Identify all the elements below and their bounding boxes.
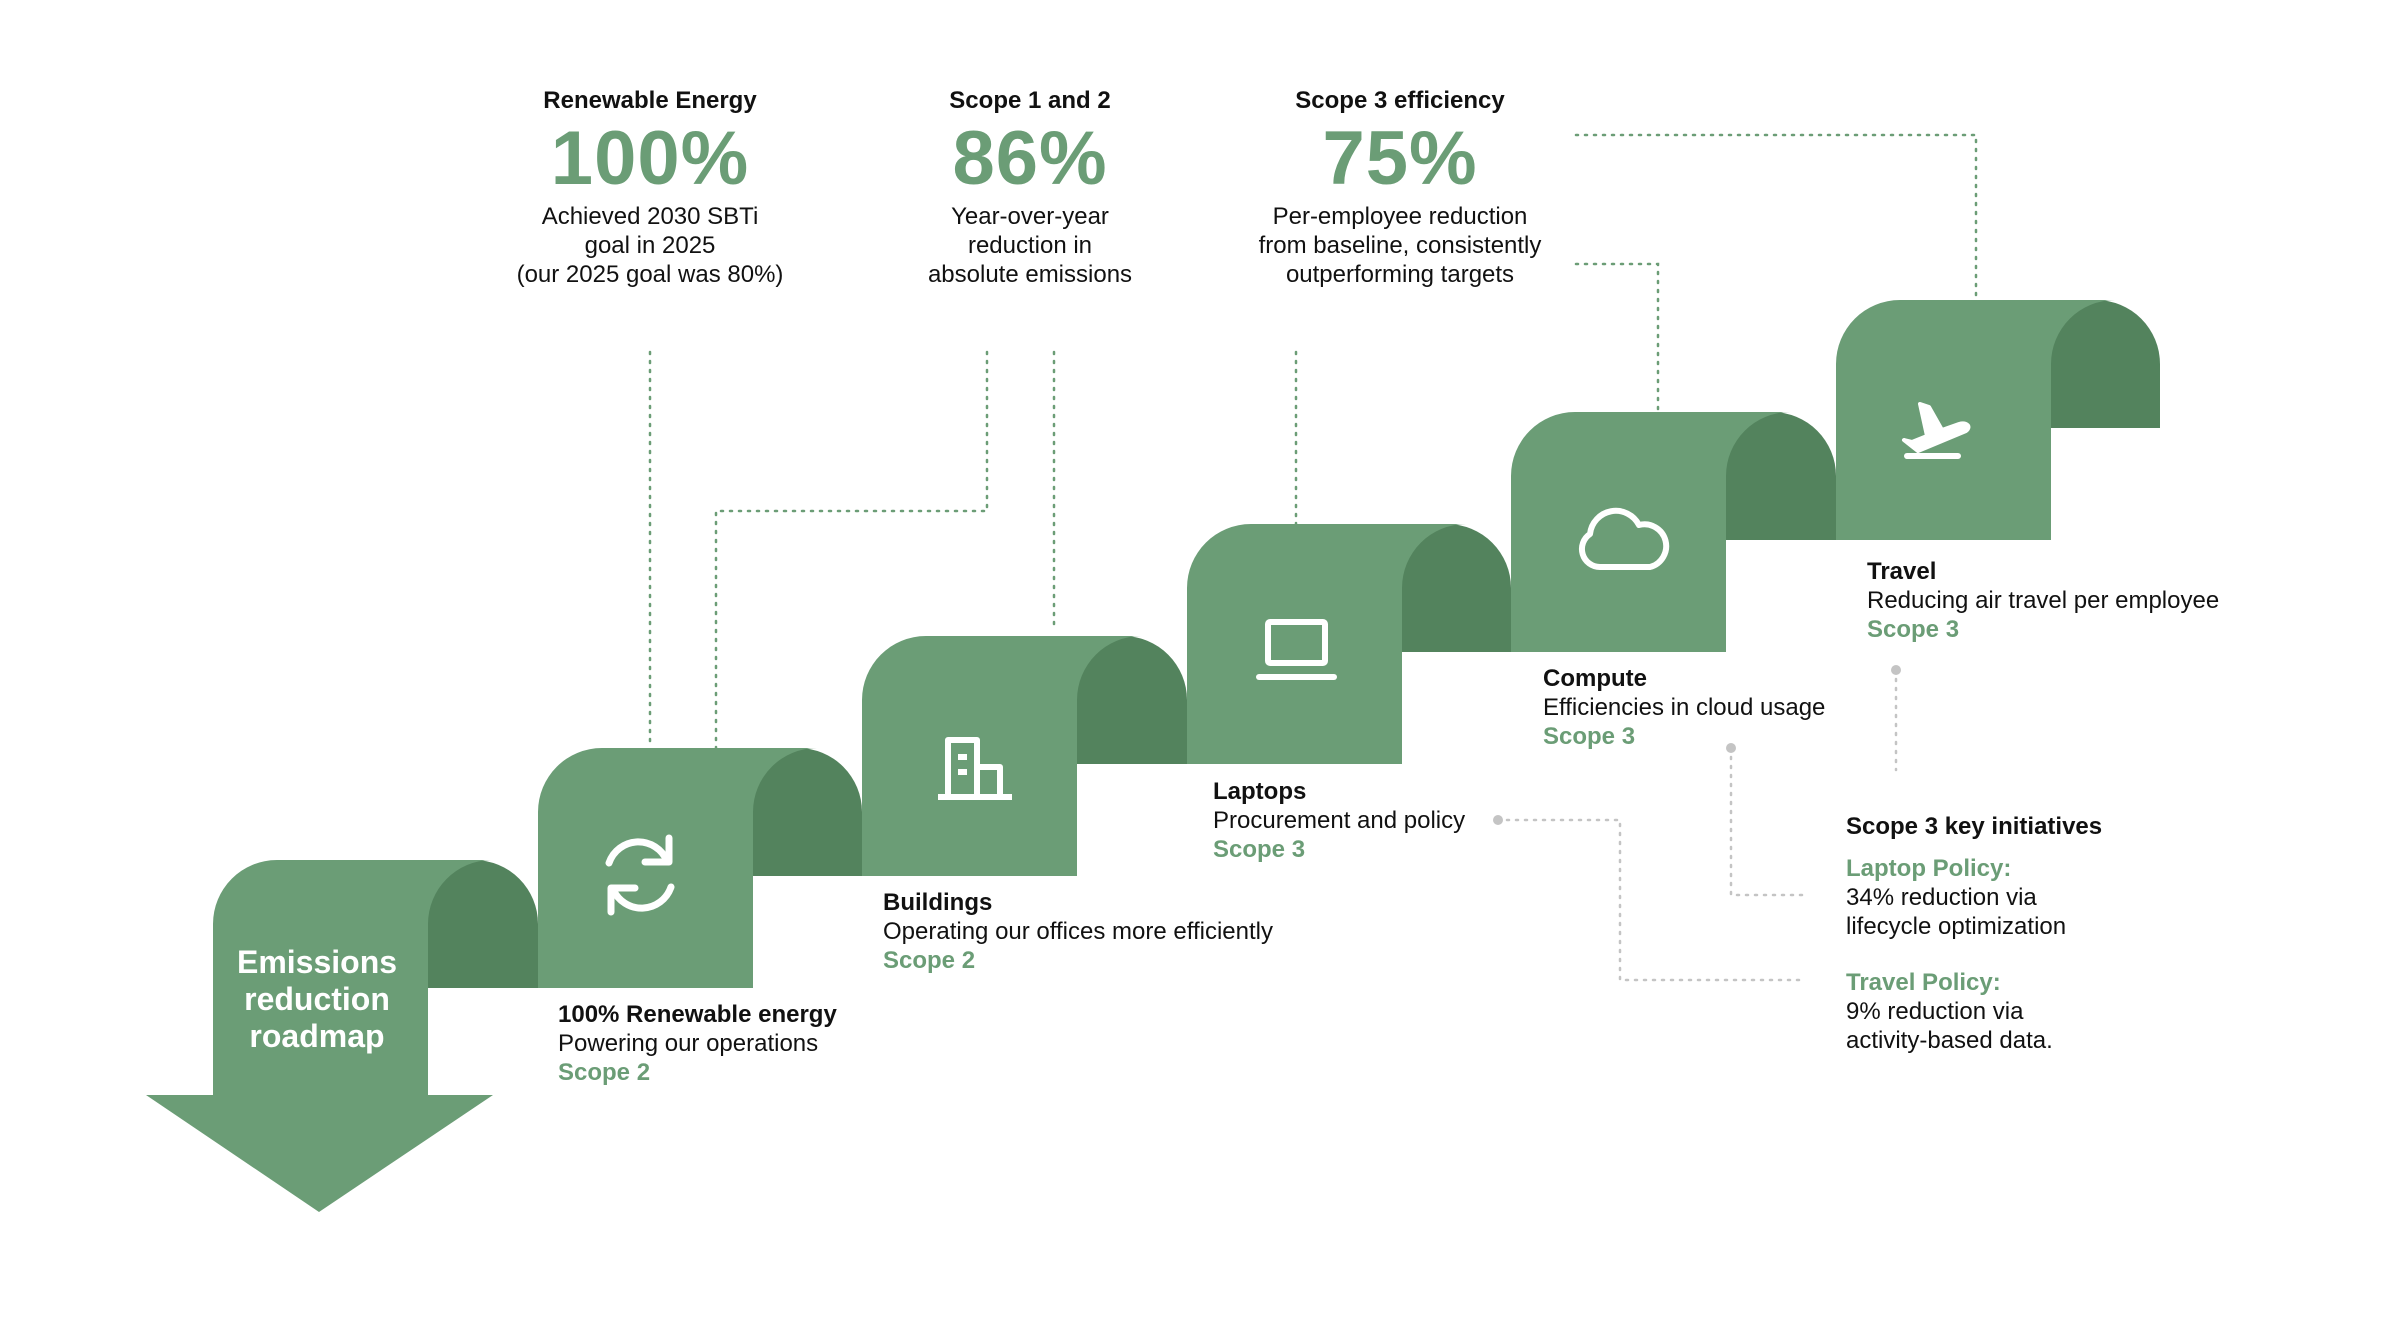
step-4-label: Compute Efficiencies in cloud usage Scop… <box>1543 664 1825 751</box>
step-title: Travel <box>1867 558 1937 585</box>
stat-renewable-energy: Renewable Energy 100% Achieved 2030 SBTi… <box>500 86 800 289</box>
connector-dot-compute <box>1726 743 1736 753</box>
travel-policy-desc: 9% reduction via <box>1846 998 2024 1025</box>
step-2-shape <box>862 636 1187 876</box>
connector-scope3-to-compute <box>1574 262 1660 414</box>
stat-desc-line: Per-employee reduction <box>1272 203 1528 230</box>
step-scope: Scope 3 <box>1543 723 1636 750</box>
stat-desc-line: outperforming targets <box>1285 261 1515 288</box>
roadmap-start-arrow <box>146 860 538 1212</box>
step-5-shape <box>1836 300 2160 540</box>
step-1-label: 100% Renewable energy Powering our opera… <box>558 1000 837 1087</box>
connector-laptops-to-travel-policy <box>1496 818 1802 982</box>
arrow-fold-dark <box>428 860 538 988</box>
stat-scope-3-efficiency: Scope 3 efficiency 75% Per-employee redu… <box>1230 86 1570 289</box>
step-subtitle: Operating our offices more efficiently <box>883 918 1273 945</box>
connector-endpoints <box>1493 665 1901 825</box>
stat-desc-line: reduction in <box>967 232 1093 259</box>
stat-scope-1-and-2: Scope 1 and 2 86% Year-over-year reducti… <box>880 86 1180 289</box>
laptop-policy-label: Laptop Policy: <box>1846 855 2012 882</box>
scope3-key-initiatives: Scope 3 key initiatives Laptop Policy: 3… <box>1846 812 2246 1055</box>
step-1-panel <box>538 748 817 988</box>
step-subtitle: Efficiencies in cloud usage <box>1543 694 1826 721</box>
roadmap-title-line: Emissions <box>236 944 398 980</box>
step-4-shape <box>1511 412 1836 652</box>
step-3-label: Laptops Procurement and policy Scope 3 <box>1213 777 1465 864</box>
travel-policy-label: Travel Policy: <box>1846 969 2001 996</box>
stat-desc-line: Year-over-year <box>951 203 1109 230</box>
step-scope: Scope 3 <box>1213 836 1306 863</box>
step-1-fold-dark <box>753 748 862 876</box>
step-title: 100% Renewable energy <box>558 1001 837 1028</box>
stat-value: 86% <box>952 116 1108 201</box>
stat-title: Renewable Energy <box>543 87 757 114</box>
stat-title: Scope 1 and 2 <box>949 87 1111 114</box>
connector-dot-travel <box>1891 665 1901 675</box>
step-1-shape <box>538 748 862 988</box>
connector-scope3-to-travel <box>1574 133 1978 302</box>
step-4-fold-dark <box>1726 412 1836 540</box>
step-3-shape <box>1187 524 1511 764</box>
stat-value: 100% <box>550 116 750 201</box>
stat-desc-line: goal in 2025 <box>584 232 716 259</box>
airplane-takeoff-icon <box>1902 402 1971 459</box>
step-scope: Scope 2 <box>558 1059 651 1086</box>
roadmap-title-line: roadmap <box>249 1018 385 1054</box>
step-4-panel <box>1511 412 1790 652</box>
step-subtitle: Powering our operations <box>558 1030 819 1057</box>
step-2-panel <box>862 636 1141 876</box>
step-5-panel <box>1836 300 2115 540</box>
connector-dot-laptops <box>1493 815 1503 825</box>
roadmap-title-line: reduction <box>244 981 390 1017</box>
step-subtitle: Reducing air travel per employee <box>1867 587 2220 614</box>
building-icon <box>938 737 1012 800</box>
stat-value: 75% <box>1322 116 1478 201</box>
travel-policy-desc: activity-based data. <box>1846 1027 2053 1054</box>
step-2-label: Buildings Operating our offices more eff… <box>883 888 1273 975</box>
step-title: Laptops <box>1213 778 1307 805</box>
step-scope: Scope 2 <box>883 947 976 974</box>
connector-scope12-to-renewable <box>714 350 989 750</box>
laptop-policy-desc: lifecycle optimization <box>1846 913 2067 940</box>
step-title: Buildings <box>883 889 993 916</box>
connector-compute-to-laptop-policy <box>1729 746 1807 897</box>
refresh-icon <box>605 834 675 916</box>
stat-desc-line: (our 2025 goal was 80%) <box>516 261 784 288</box>
key-initiatives-heading: Scope 3 key initiatives <box>1846 813 2103 840</box>
connector-lines <box>648 133 1978 982</box>
laptop-icon <box>1256 619 1337 680</box>
stat-desc-line: from baseline, consistently <box>1258 232 1542 259</box>
laptop-policy-desc: 34% reduction via <box>1846 884 2037 911</box>
cloud-icon <box>1578 507 1670 571</box>
arrow-body <box>146 860 493 1212</box>
roadmap-title: Emissions reduction roadmap <box>212 944 422 1055</box>
step-scope: Scope 3 <box>1867 616 1960 643</box>
stat-desc-line: absolute emissions <box>927 261 1133 288</box>
step-5-fold-dark <box>2051 300 2160 428</box>
step-3-fold-dark <box>1402 524 1511 652</box>
stat-title: Scope 3 efficiency <box>1295 87 1505 114</box>
step-2-fold-dark <box>1077 636 1187 764</box>
stat-desc-line: Achieved 2030 SBTi <box>541 203 759 230</box>
step-title: Compute <box>1543 665 1647 692</box>
step-subtitle: Procurement and policy <box>1213 807 1466 834</box>
step-5-label: Travel Reducing air travel per employee … <box>1867 557 2219 644</box>
